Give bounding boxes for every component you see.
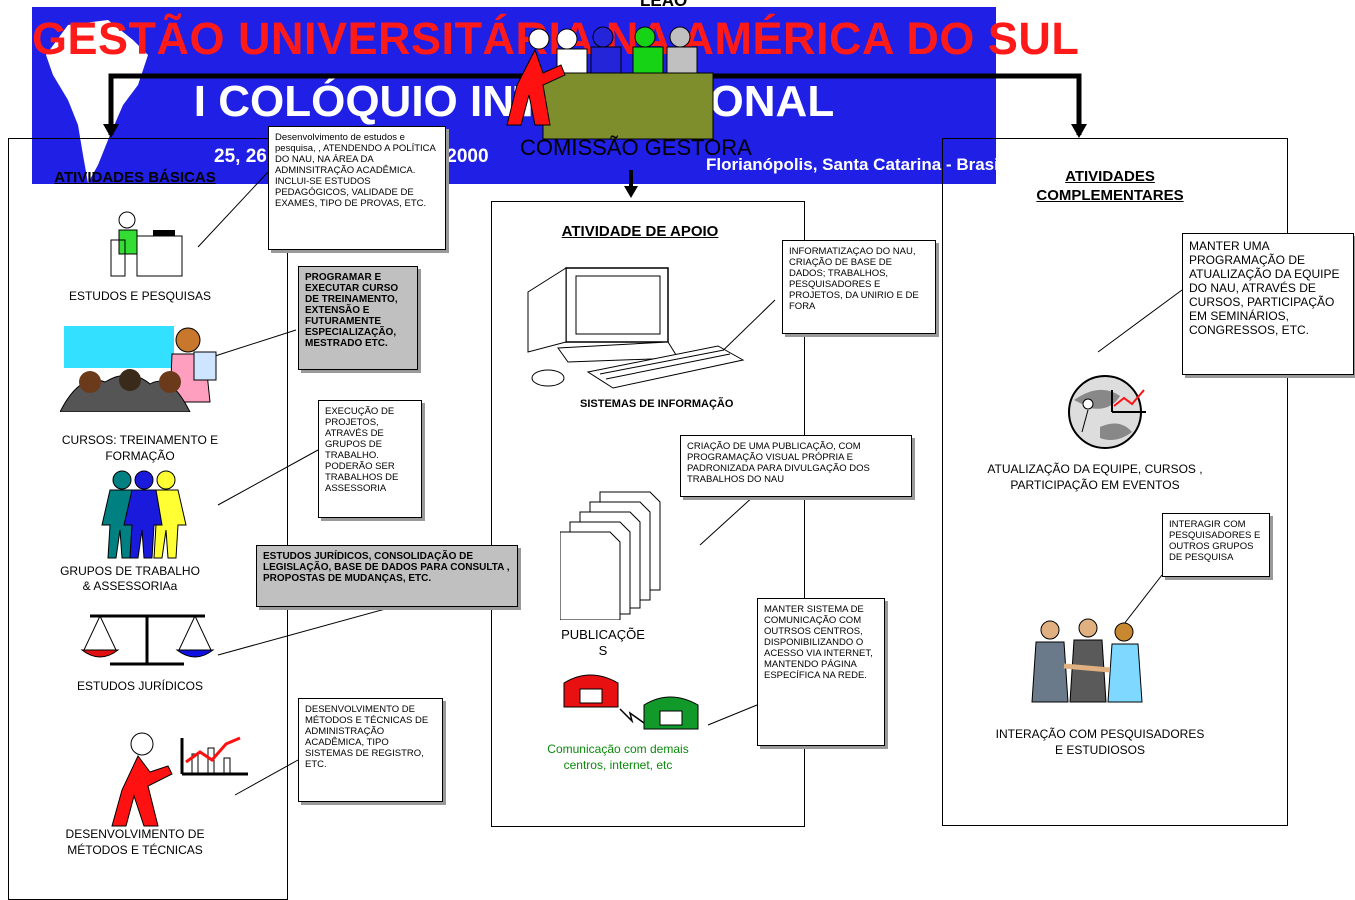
callout-estudos: Desenvolvimento de estudos e pesquisa, ,… (268, 126, 446, 250)
overlay-top-text: LEÃO (640, 0, 688, 10)
item-estudos-juridicos: ESTUDOS JURÍDICOS (76, 679, 203, 693)
item-atualizacao-l2: PARTICIPAÇÃO EM EVENTOS (1010, 478, 1180, 492)
item-interacao-l2: E ESTUDIOSOS (1054, 743, 1146, 757)
telephones-icon (560, 665, 710, 745)
item-comunicacao-l2: centros, internet, etc (563, 758, 673, 772)
item-metodos-l2: MÉTODOS E TÉCNICAS (67, 843, 203, 857)
computer-icon (518, 262, 748, 397)
heading-atividades-basicas: ATIVIDADES BÁSICAS (54, 169, 216, 186)
person-at-desk-icon (105, 210, 185, 285)
item-publicacoes-l1: PUBLICAÇÕE (561, 627, 645, 642)
heading-complementares-1: ATIVIDADES (1065, 168, 1155, 185)
scales-of-justice-icon (80, 608, 215, 673)
column-complementares (942, 138, 1288, 826)
callout-juridicos: ESTUDOS JURÍDICOS, CONSOLIDAÇÃO DE LEGIS… (256, 545, 518, 607)
heading-complementares-2: COMPLEMENTARES (1036, 187, 1184, 204)
callout-metodos: DESENVOLVIMENTO DE MÉTODOS E TÉCNICAS DE… (298, 698, 443, 802)
item-grupos-l1: GRUPOS DE TRABALHO (60, 564, 200, 578)
item-estudos-pesquisas: ESTUDOS E PESQUISAS (68, 289, 212, 303)
globe-with-chart-icon (1060, 372, 1160, 457)
heading-atividade-apoio: ATIVIDADE DE APOIO (561, 223, 719, 240)
item-cursos-l1: CURSOS: TREINAMENTO E (61, 433, 219, 447)
comissao-gestora-label: COMISSÃO GESTORA (520, 135, 752, 160)
people-group-icon (100, 470, 195, 565)
handshake-people-icon (1028, 618, 1153, 708)
callout-atualizacao: MANTER UMA PROGRAMAÇÃO DE ATUALIZAÇÃO DA… (1182, 233, 1354, 375)
item-sistemas-informacao: SISTEMAS DE INFORMAÇÃO (580, 398, 734, 410)
item-grupos-l2: & ASSESSORIAa (82, 579, 178, 593)
callout-grupos: EXECUÇÃO DE PROJETOS, ATRAVÉS DE GRUPOS … (318, 400, 422, 518)
document-stack-icon (559, 490, 670, 625)
banner-title: GESTÃO UNIVERSITÁRIA NA AMÉRICA DO SUL (32, 13, 1080, 64)
callout-cursos: PROGRAMAR E EXECUTAR CURSO DE TREINAMENT… (298, 266, 418, 370)
banner-place: Florianópolis, Santa Catarina - Brasil (706, 155, 1004, 174)
callout-sistemas: INFORMATIZAÇAO DO NAU, CRIAÇÃO DE BASE D… (782, 240, 936, 334)
callout-publicacoes: CRIAÇÃO DE UMA PUBLICAÇÃO, COM PROGRAMAÇ… (680, 435, 912, 497)
callout-interacao: INTERAGIR COM PESQUISADORES E OUTROS GRU… (1162, 513, 1270, 577)
item-metodos-l1: DESENVOLVIMENTO DE (65, 827, 205, 841)
item-cursos-l2: FORMAÇÃO (105, 449, 175, 463)
person-with-chart-icon (100, 730, 260, 835)
south-america-map-icon (38, 15, 158, 190)
comissao-gestora-illustration (495, 25, 720, 160)
item-comunicacao-l1: Comunicação com demais (547, 742, 689, 756)
callout-comunicacao: MANTER SISTEMA DE COMUNICAÇÃO COM OUTRSO… (757, 598, 885, 746)
item-atualizacao-l1: ATUALIZAÇÃO DA EQUIPE, CURSOS , (987, 462, 1203, 476)
classroom-icon (59, 322, 220, 417)
item-interacao-l1: INTERAÇÃO COM PESQUISADORES (995, 727, 1205, 741)
item-publicacoes-l2: S (598, 643, 608, 658)
